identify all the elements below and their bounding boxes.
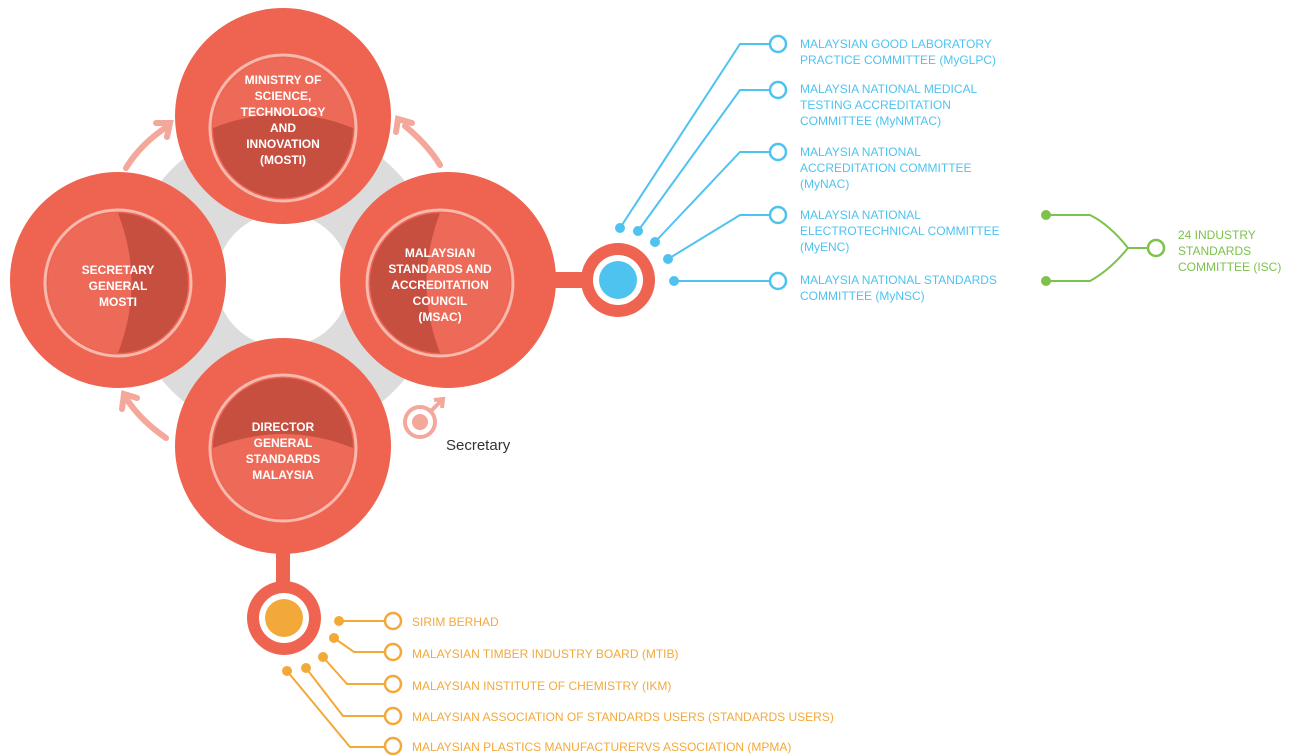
member-label: MALAYSIAN PLASTICS MANUFACTURERVS ASSOCI… xyxy=(412,740,792,754)
msac-node xyxy=(340,172,556,388)
secretary-target-icon xyxy=(403,396,446,439)
mosti-node xyxy=(175,8,391,224)
blue-end-circles xyxy=(768,34,788,291)
secretary-label: Secretary xyxy=(446,437,511,454)
member-label: MALAYSIAN TIMBER INDUSTRY BOARD (MTIB) xyxy=(412,647,679,661)
orange-dots xyxy=(282,616,344,676)
committee-label: MALAYSIA NATIONAL ELECTROTECHNICAL COMMI… xyxy=(800,208,1000,254)
committee-label: MALAYSIA NATIONAL ACCREDITATION COMMITTE… xyxy=(800,145,972,191)
isc-label: 24 INDUSTRY STANDARDS COMMITTEE (ISC) xyxy=(1178,228,1282,274)
orange-connectors xyxy=(286,620,393,748)
member-label: SIRIM BERHAD xyxy=(412,615,499,629)
secgen-title: SECRETARY GENERAL MOSTI xyxy=(81,263,155,309)
committee-label: MALAYSIA NATIONAL STANDARDS COMMITTEE (M… xyxy=(800,273,997,303)
green-connectors xyxy=(1046,214,1148,282)
dg-node xyxy=(175,338,391,554)
blue-connectors xyxy=(619,43,778,282)
orange-end-circles xyxy=(383,611,403,756)
member-label: MALAYSIAN ASSOCIATION OF STANDARDS USERS… xyxy=(412,710,834,724)
ring-center xyxy=(226,223,340,337)
green-dot xyxy=(1041,210,1051,220)
mosti-title: MINISTRY OF SCIENCE, TECHNOLOGY AND INNO… xyxy=(240,73,326,167)
committee-label: MALAYSIAN GOOD LABORATORY PRACTICE COMMI… xyxy=(800,37,997,67)
secgen-node xyxy=(10,172,226,388)
dg-title: DIRECTOR GENERAL STANDARDS MALAYSIA xyxy=(245,420,321,482)
green-dot xyxy=(1041,276,1051,286)
member-label: MALAYSIAN INSTITUTE OF CHEMISTRY (IKM) xyxy=(412,679,672,693)
blue-dots xyxy=(615,223,679,286)
committee-label: MALAYSIA NATIONAL MEDICAL TESTING ACCRED… xyxy=(800,82,978,128)
msac-title: MALAYSIAN STANDARDS AND ACCREDITATION CO… xyxy=(388,246,492,324)
dg-connector xyxy=(276,552,290,586)
curved-arrow-icon xyxy=(119,115,443,441)
green-end-circle xyxy=(1146,238,1166,258)
msac-connector xyxy=(552,272,588,288)
